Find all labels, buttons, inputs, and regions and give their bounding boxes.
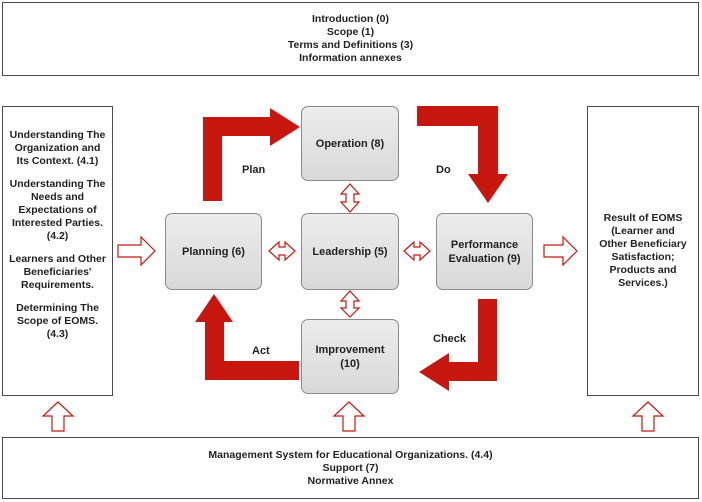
left-para-context: Understanding The Organization and Its C… [9,129,106,167]
do-arrow [417,106,508,203]
left-para-interested-parties: Understanding The Needs and Expectations… [9,178,106,242]
top-line-introduction: Introduction (0) [312,13,389,25]
check-arrow [419,299,497,391]
performance-label-line2: Evaluation (9) [448,252,521,265]
improvement-label-line1: Improvement [315,343,385,356]
top-line-terms: Terms and Definitions (3) [287,39,414,51]
up-arrow-left [41,401,75,432]
operation-leadership-double-arrow [339,183,361,213]
plan-arrow [203,108,300,201]
bottom-line-management-system: Management System for Educational Organi… [208,448,493,461]
leadership-node: Leadership (5) [301,213,399,290]
improvement-label-line2: (10) [340,357,360,370]
do-label: Do [436,164,451,176]
performance-to-result-arrow [543,235,578,267]
right-result-box: Result of EOMS (Learner and Other Benefi… [587,106,699,396]
left-para-learners: Learners and Other Beneficiaries' Requir… [9,253,106,291]
top-line-annexes: Information annexes [299,52,402,64]
up-arrow-center [332,401,366,432]
left-para-scope: Determining The Scope of EOMS. (4.3) [16,302,99,340]
leadership-performance-double-arrow [403,240,431,262]
top-box: Introduction (0) Scope (1) Terms and Def… [2,2,699,76]
planning-node: Planning (6) [165,213,262,290]
check-label: Check [433,333,467,345]
planning-leadership-double-arrow [268,240,296,262]
left-input-box: Understanding The Organization and Its C… [2,106,113,396]
right-result-text: Result of EOMS (Learner and Other Benefi… [599,212,687,289]
performance-evaluation-node: Performance Evaluation (9) [436,213,533,290]
leadership-improvement-double-arrow [339,290,361,318]
operation-label: Operation (8) [315,137,385,150]
improvement-node: Improvement (10) [301,319,399,394]
planning-label: Planning (6) [182,245,245,258]
bottom-line-support: Support (7) [322,461,379,474]
leadership-label: Leadership (5) [312,245,388,258]
up-arrow-right [631,401,665,432]
act-label: Act [252,345,270,357]
plan-label: Plan [242,164,266,176]
act-arrow [195,294,299,380]
top-line-scope: Scope (1) [326,26,375,38]
performance-label-line1: Performance [450,238,519,251]
bottom-line-normative: Normative Annex [307,474,394,487]
left-to-planning-arrow [117,235,156,267]
operation-node: Operation (8) [301,106,399,181]
bottom-box: Management System for Educational Organi… [2,437,699,499]
